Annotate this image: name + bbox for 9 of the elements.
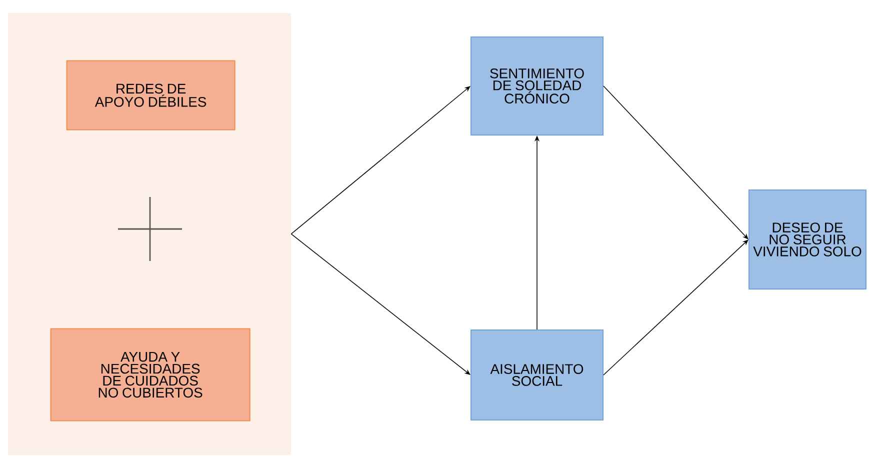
factor-box: REDES DE APOYO DÉBILES: [66, 60, 236, 130]
arrow: [290, 86, 470, 234]
process-box: AISLAMIENTO SOCIAL: [470, 330, 604, 420]
process-box: SENTIMIENTO DE SOLEDAD CRÓNICO: [470, 36, 604, 136]
factor-box: AYUDA Y NECESIDADES DE CUIDADOS NO CUBIERTOS: [50, 328, 250, 422]
arrow: [290, 234, 470, 375]
arrow: [603, 240, 748, 376]
process-box: DESEO DE NO SEGUIR VIVIENDO SOLO: [748, 190, 866, 290]
arrow: [603, 86, 748, 240]
